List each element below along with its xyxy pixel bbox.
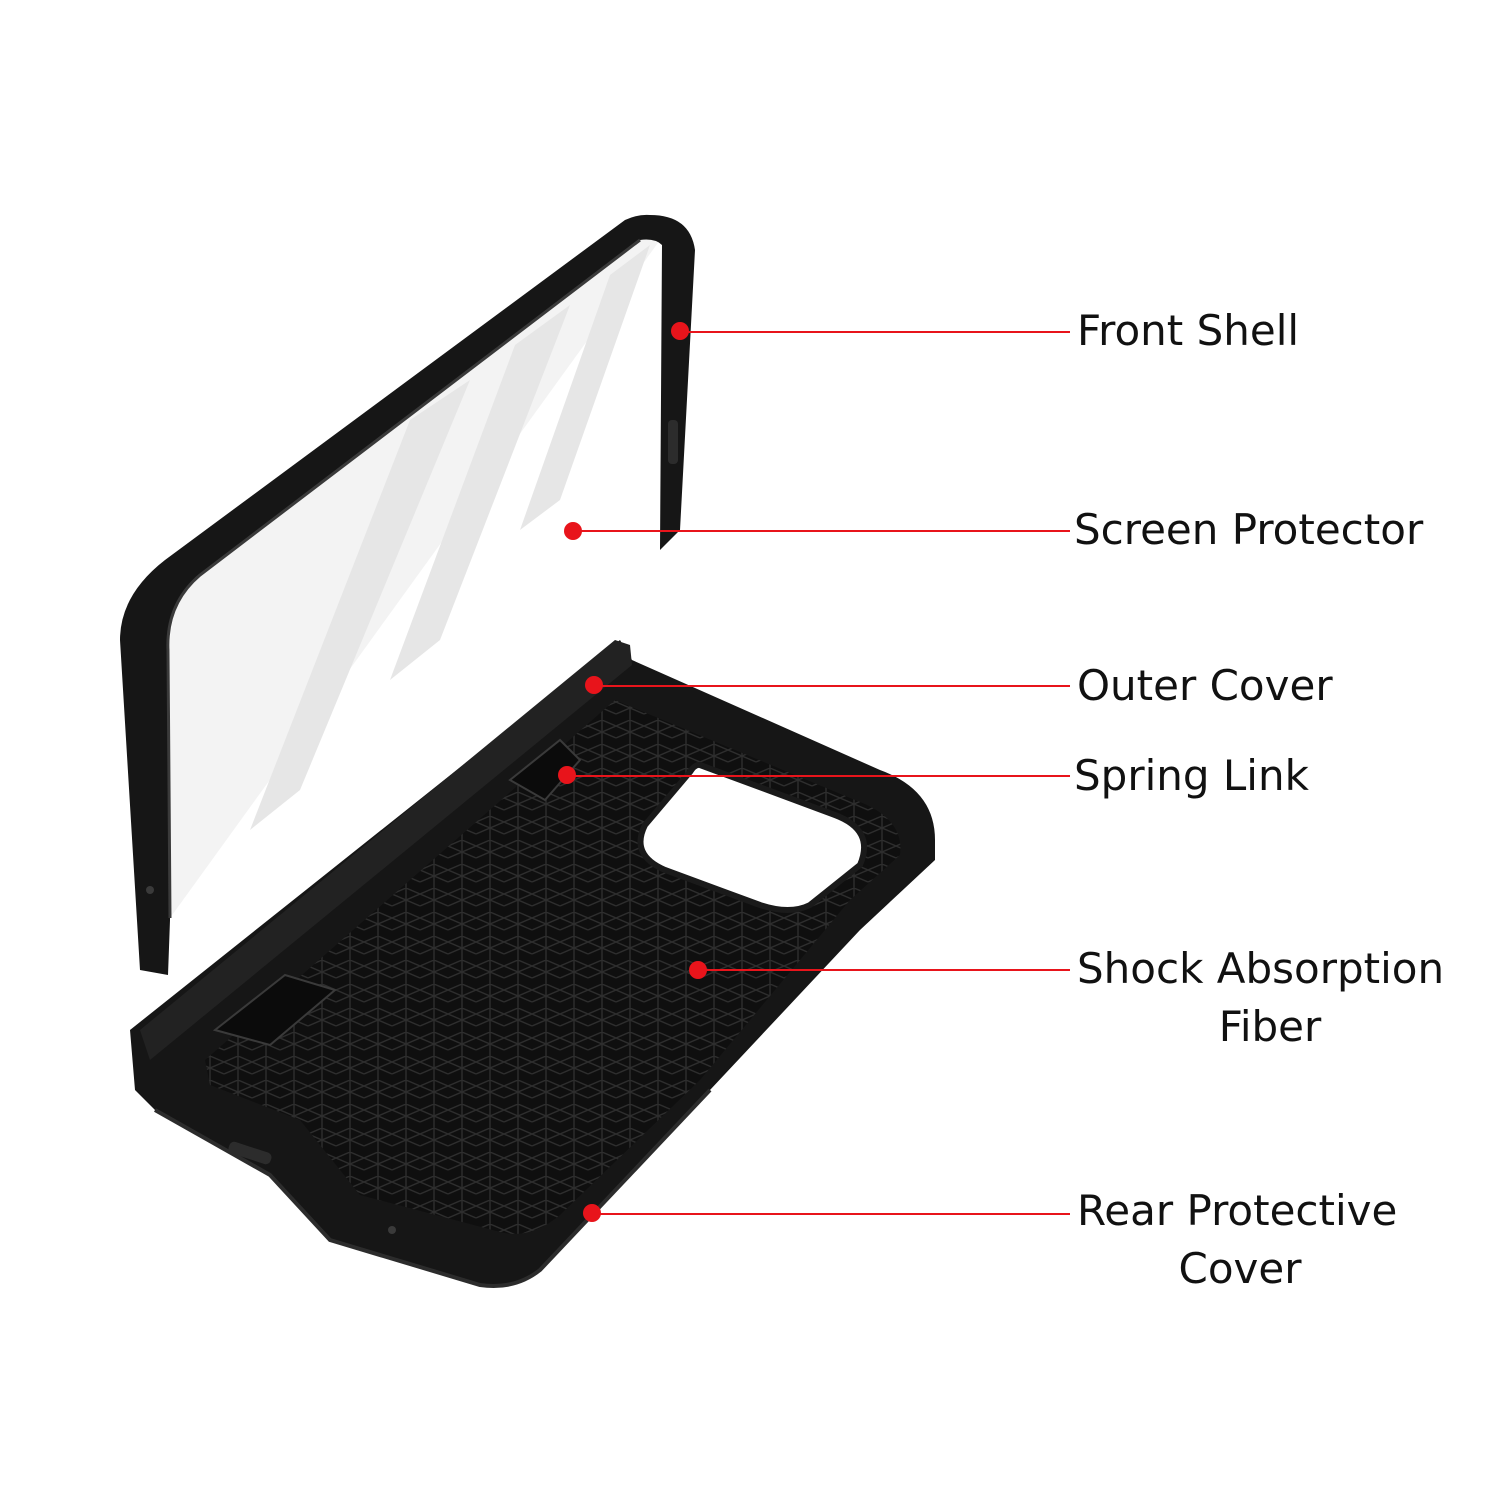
rear-cover-rim xyxy=(154,1088,712,1288)
rear-protective-label-line1: Rear Protective xyxy=(1077,1186,1397,1235)
screen-protector-label: Screen Protector xyxy=(1074,505,1424,554)
callout-front-shell: Front Shell xyxy=(671,306,1299,355)
callout-screen-protector: Screen Protector xyxy=(564,505,1424,554)
rear-protective-label-line2: Cover xyxy=(1179,1244,1303,1293)
front-shell-label: Front Shell xyxy=(1077,306,1299,355)
outer-cover-marker-dot xyxy=(585,676,603,694)
callout-shock-absorption: Shock Absorption Fiber xyxy=(689,944,1444,1051)
spring-link-clip xyxy=(212,973,338,1047)
rear-protective-marker-dot xyxy=(583,1204,601,1222)
glass-streak xyxy=(520,245,650,530)
front-shell-pin-hole xyxy=(146,886,154,894)
spring-link-clip xyxy=(508,738,582,802)
outer-cover-label: Outer Cover xyxy=(1077,661,1333,710)
callout-rear-protective-cover: Rear Protective Cover xyxy=(583,1186,1397,1293)
screen-protector-marker-dot xyxy=(564,522,582,540)
glass-streak xyxy=(250,380,470,830)
front-shell-button-slot xyxy=(668,420,678,464)
front-shell-marker-dot xyxy=(671,322,689,340)
outer-cover-hinge xyxy=(140,640,632,1060)
shock-absorption-label-line2: Fiber xyxy=(1219,1002,1322,1051)
spring-link-marker-dot xyxy=(558,766,576,784)
camera-cutout xyxy=(637,761,867,913)
front-shell-part xyxy=(120,214,695,975)
shock-absorption-marker-dot xyxy=(689,961,707,979)
callout-spring-link: Spring Link xyxy=(558,751,1310,800)
callout-outer-cover: Outer Cover xyxy=(585,661,1333,710)
rear-cover-part xyxy=(130,640,935,1288)
spring-link-label: Spring Link xyxy=(1074,751,1310,800)
glass-streak xyxy=(390,305,570,680)
shock-absorption-label-line1: Shock Absorption xyxy=(1077,944,1444,993)
rear-cover-button-slot xyxy=(228,1141,272,1165)
rear-cover-pin-hole xyxy=(388,1226,396,1234)
front-shell-rim xyxy=(166,238,641,919)
